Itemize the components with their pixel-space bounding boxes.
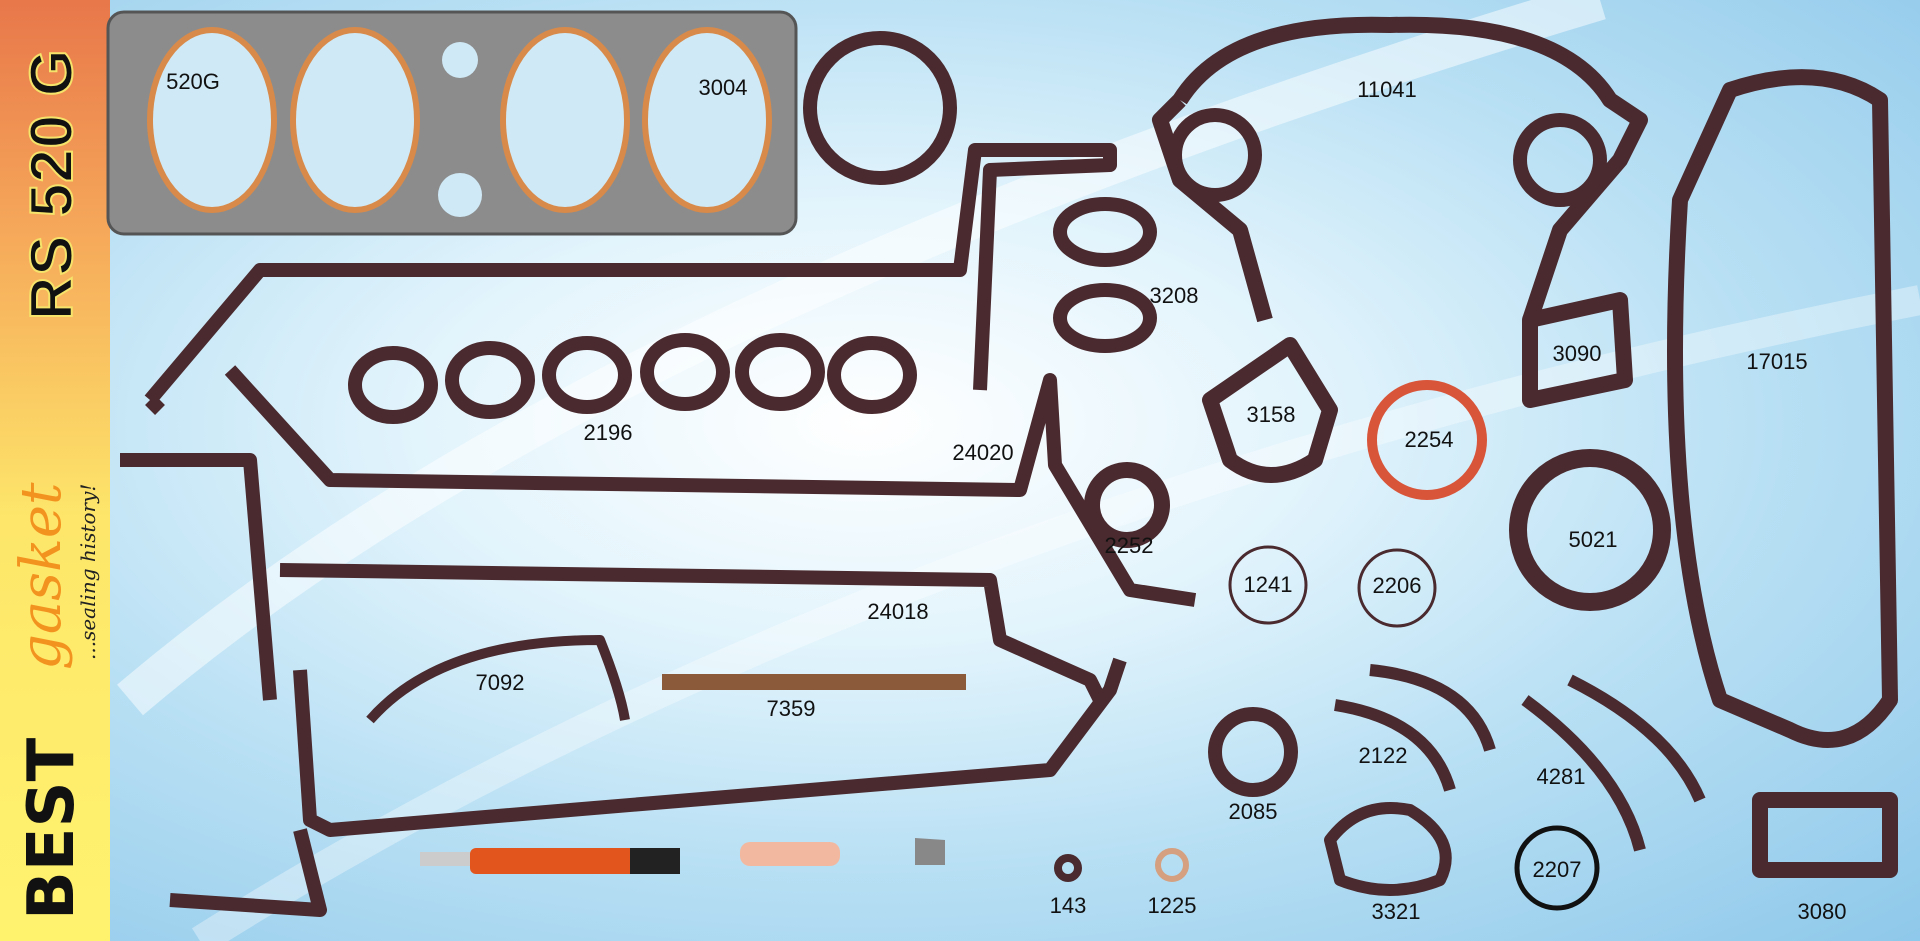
head-gasket-520g [106, 10, 798, 236]
gasket-3208 [1053, 197, 1157, 267]
gasket-3090 [1522, 292, 1633, 408]
part-label: 2254 [1404, 427, 1454, 452]
gasket-11041-hole [1168, 108, 1262, 202]
oring-2207 [1514, 825, 1600, 911]
seal-143 [1054, 854, 1082, 882]
part-label: 3004 [698, 75, 748, 100]
utility-knife [420, 848, 680, 874]
gasket-3321 [1324, 802, 1452, 896]
part-label: 3321 [1371, 899, 1421, 924]
gasket-5021 [1509, 449, 1671, 611]
gasket-3080 [1752, 792, 1898, 878]
rubber-piece [740, 842, 840, 866]
gasket-24018 [120, 453, 1107, 704]
gasket-3158 [1202, 337, 1338, 483]
brand-sidebar: RS 520 G BEST gasket ...sealing history! [0, 0, 110, 941]
part-label: 520G [166, 69, 220, 94]
part-label: 24018 [867, 599, 929, 624]
part-label: 3080 [1797, 899, 1847, 924]
part-label: 7092 [475, 670, 525, 695]
gasket-1241 [1228, 545, 1308, 625]
gasket-2252 [1084, 462, 1170, 548]
part-label: 17015 [1746, 349, 1808, 374]
gasket-pan-side [144, 143, 1117, 415]
part-label: 4281 [1536, 764, 1586, 789]
part-label: 2196 [583, 420, 633, 445]
part-label: 24020 [952, 440, 1014, 465]
gasket-3208 [1053, 283, 1157, 353]
gasket-2085 [1208, 707, 1298, 797]
gasket-4281 [1521, 674, 1706, 852]
part-label: 2122 [1358, 743, 1408, 768]
part-label: 2207 [1532, 857, 1582, 882]
part-label: 143 [1049, 893, 1087, 918]
gasket-17015 [1667, 69, 1898, 748]
background-swoosh [117, 0, 1606, 716]
part-label: 1241 [1243, 572, 1293, 597]
gasket-24020 [224, 365, 1197, 607]
cork-strip-7359 [662, 674, 966, 690]
washer-1225 [1155, 848, 1189, 882]
gasket-2122 [1334, 664, 1496, 792]
gasket-2254 [1367, 380, 1487, 500]
part-label: 3158 [1246, 402, 1296, 427]
part-label: 7359 [766, 696, 816, 721]
part-label: 2085 [1228, 799, 1278, 824]
gasket-2206 [1357, 548, 1437, 628]
part-label: 11041 [1357, 77, 1417, 102]
part-label: 2206 [1372, 573, 1422, 598]
gasket-7092 [366, 635, 630, 724]
part-label: 3208 [1149, 283, 1199, 308]
part-label: 1225 [1147, 893, 1197, 918]
part-label: 2252 [1104, 533, 1154, 558]
gasket-3004 [803, 31, 957, 185]
gasket-2196-set [348, 333, 917, 424]
metal-clip [915, 838, 945, 865]
part-label: 5021 [1568, 527, 1618, 552]
gasket-lower-pan [169, 657, 1127, 917]
gasket-11041-hole [1513, 113, 1607, 207]
part-label: 3090 [1552, 341, 1602, 366]
